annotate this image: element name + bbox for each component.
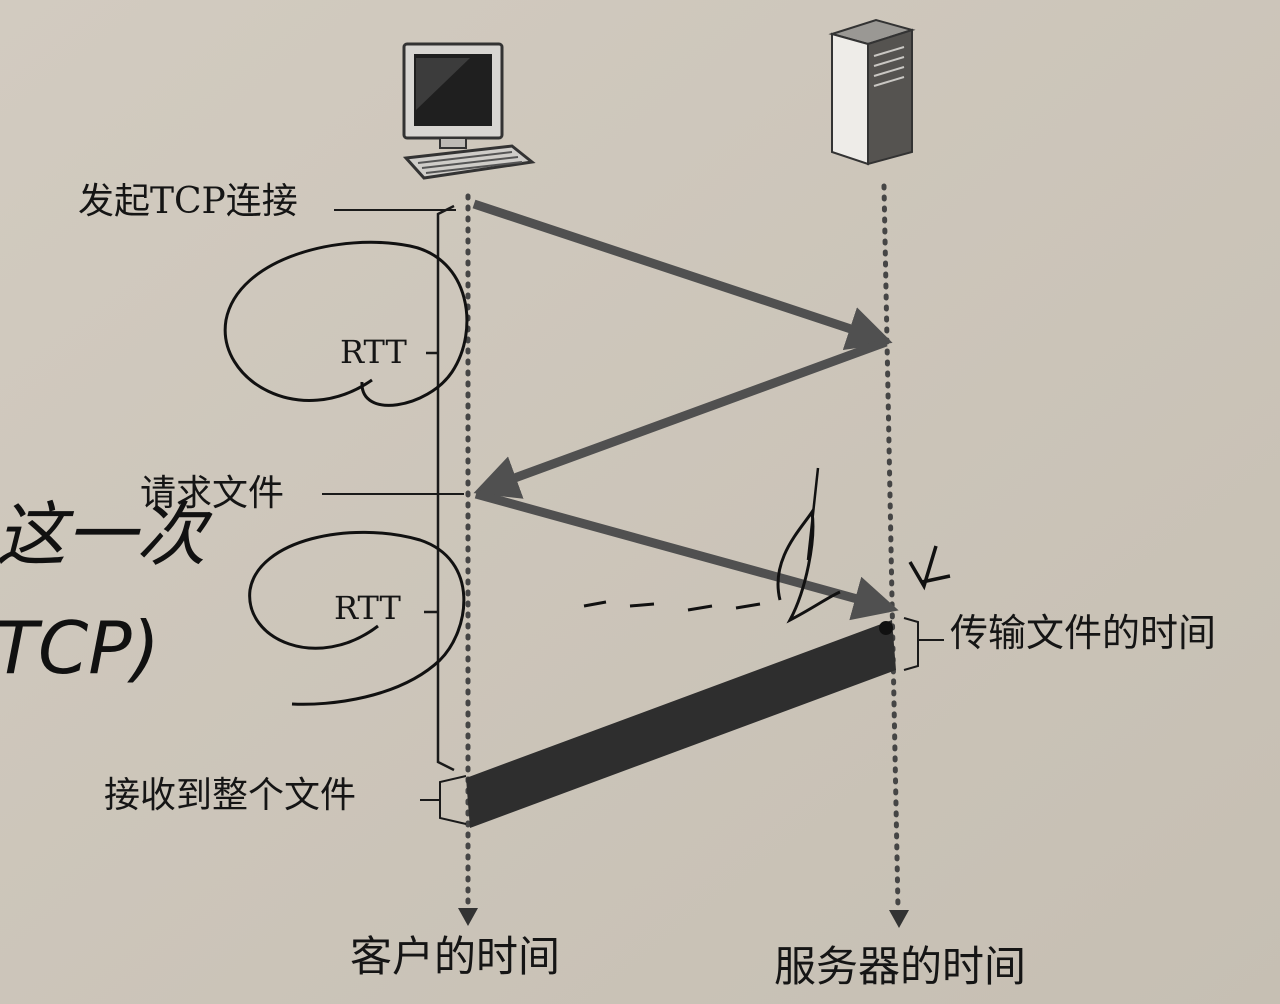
server-timeline bbox=[881, 183, 901, 911]
server-time-label: 服务器的时间 bbox=[774, 942, 1027, 991]
tcp-synack-arrow bbox=[473, 337, 888, 499]
transfer-time-label: 传输文件的时间 bbox=[950, 611, 1217, 655]
server-timeline-arrowhead bbox=[889, 910, 909, 928]
handwritten-check-arrow bbox=[908, 545, 951, 591]
client-timeline-arrowhead bbox=[458, 908, 478, 926]
rtt-label-first: RTT bbox=[340, 333, 407, 371]
handwritten-loop-rtt2 bbox=[248, 530, 466, 706]
request-file-label: 请求文件 bbox=[140, 473, 285, 514]
rtt-label-second: RTT bbox=[334, 589, 401, 627]
initiate-tcp-label: 发起TCP连接 bbox=[78, 181, 298, 222]
handwritten-loop-rtt1 bbox=[223, 240, 469, 407]
receive-file-label: 接收到整个文件 bbox=[104, 775, 357, 816]
handwritten-dot bbox=[879, 621, 893, 635]
handwritten-note-line-2: TCP) bbox=[0, 606, 160, 690]
transfer-bracket bbox=[903, 617, 919, 671]
file-transfer-band bbox=[466, 620, 896, 828]
handwritten-curl bbox=[776, 507, 841, 624]
receive-bracket bbox=[439, 775, 467, 825]
file-request-arrow bbox=[474, 489, 899, 621]
client-time-label: 客户的时间 bbox=[350, 932, 561, 981]
handwritten-dashes bbox=[583, 600, 761, 612]
handwritten-note-line-1: 这一次 bbox=[0, 494, 206, 576]
server-tower-icon bbox=[828, 18, 916, 166]
tcp-syn-arrow bbox=[472, 199, 893, 351]
client-computer-icon bbox=[402, 42, 536, 180]
handwritten-tick-mark bbox=[806, 467, 820, 561]
